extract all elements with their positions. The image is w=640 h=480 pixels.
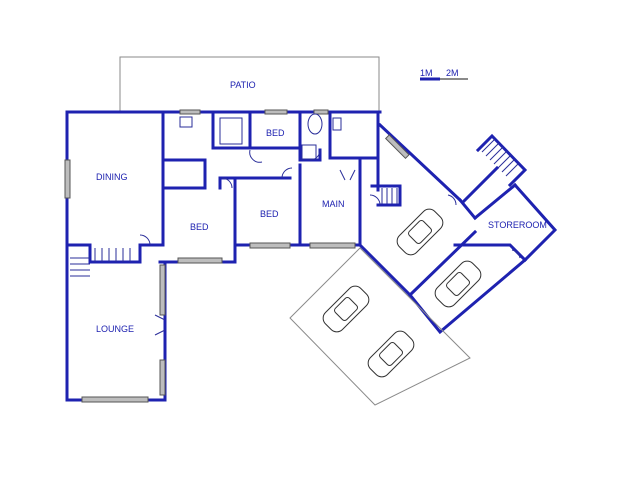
stair-storeroom	[460, 133, 528, 205]
car-icon-2	[434, 260, 482, 308]
storeroom-wall-top	[472, 182, 518, 221]
garage-wall-nw	[377, 122, 463, 203]
stair-lounge	[70, 248, 131, 277]
car-icon-3	[322, 285, 370, 333]
window-bath-2	[264, 109, 288, 115]
wall-corridor-bottom	[218, 176, 242, 190]
window-lounge-south	[81, 396, 149, 403]
car-icon-1	[396, 208, 444, 256]
room-label-patio: PATIO	[230, 80, 256, 90]
storeroom-wall-bottom	[453, 243, 528, 263]
window-bed-left	[177, 257, 223, 264]
room-label-bed-mid: BED	[260, 209, 279, 219]
patio-outline	[119, 56, 380, 112]
scale-label-2m: 2M	[446, 68, 459, 78]
window-dining	[64, 159, 71, 199]
window-bath-1	[179, 109, 201, 115]
room-label-main: MAIN	[322, 199, 345, 209]
storeroom-wall-east	[512, 182, 558, 263]
carport-outline	[289, 247, 471, 406]
wall-stair-right	[370, 184, 402, 207]
window-lounge-east-2	[159, 359, 166, 396]
window-garage	[384, 134, 410, 160]
wall-main-top	[328, 110, 380, 160]
garage-wall-mid	[407, 229, 478, 298]
garage-wall-sw	[357, 242, 413, 298]
wall-corridor-top	[161, 158, 207, 190]
window-bath-3	[313, 109, 329, 115]
room-label-storeroom: STOREROOM	[488, 220, 547, 230]
stair-main	[381, 188, 398, 204]
room-label-bed-left: BED	[190, 222, 209, 232]
window-main	[309, 242, 356, 249]
room-label-lounge: LOUNGE	[96, 324, 134, 334]
window-bed-mid	[249, 242, 291, 249]
car-icon-4	[367, 330, 415, 378]
room-label-bed-top: BED	[266, 128, 285, 138]
scale-bar: 1M 2M	[420, 68, 468, 81]
wall-bath-block	[211, 110, 252, 150]
bath-fixtures	[179, 113, 342, 160]
wall-bed-top	[248, 110, 302, 150]
window-lounge-east-1	[159, 264, 166, 316]
scale-label-1m: 1M	[420, 68, 433, 78]
room-label-dining: DINING	[96, 172, 128, 182]
wall-stair-left	[88, 243, 142, 264]
doors	[139, 149, 521, 336]
